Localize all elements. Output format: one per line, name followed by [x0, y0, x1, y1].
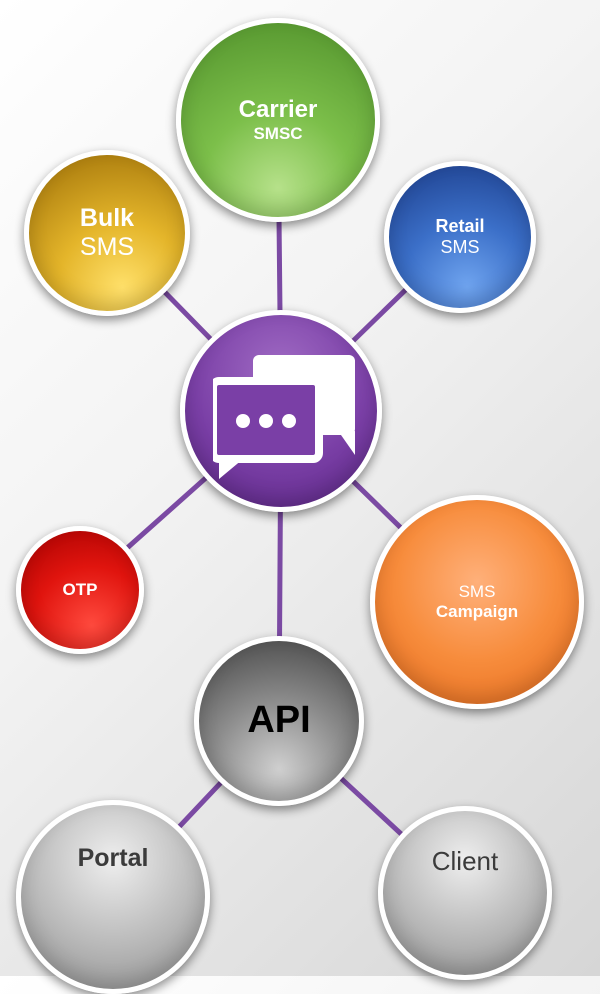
retail-sublabel: SMS [440, 237, 480, 257]
retail-label: Retail [435, 216, 485, 237]
carrier-sublabel: SMSC [253, 124, 303, 144]
api-label: API [247, 699, 311, 742]
otp-label: OTP [62, 580, 98, 600]
campaign-label: SMS [458, 582, 496, 602]
otp-node: OTP [16, 526, 144, 654]
carrier-smsc-node: Carrier SMSC [176, 18, 380, 222]
sms-campaign-node: SMS Campaign [370, 495, 584, 709]
bulk-label: Bulk [79, 204, 135, 233]
bulk-sms-node: Bulk SMS [24, 150, 190, 316]
client-label: Client [431, 846, 499, 877]
bulk-sublabel: SMS [79, 233, 135, 261]
messaging-hub-node [180, 310, 382, 512]
retail-sms-node: Retail SMS [384, 161, 536, 313]
api-node: API [194, 636, 364, 806]
portal-label: Portal [77, 843, 149, 872]
campaign-sublabel: Campaign [435, 602, 519, 621]
client-node: Client [378, 806, 552, 980]
carrier-label: Carrier [238, 96, 318, 124]
portal-node: Portal [16, 800, 210, 994]
chat-bubbles-icon [213, 355, 355, 479]
